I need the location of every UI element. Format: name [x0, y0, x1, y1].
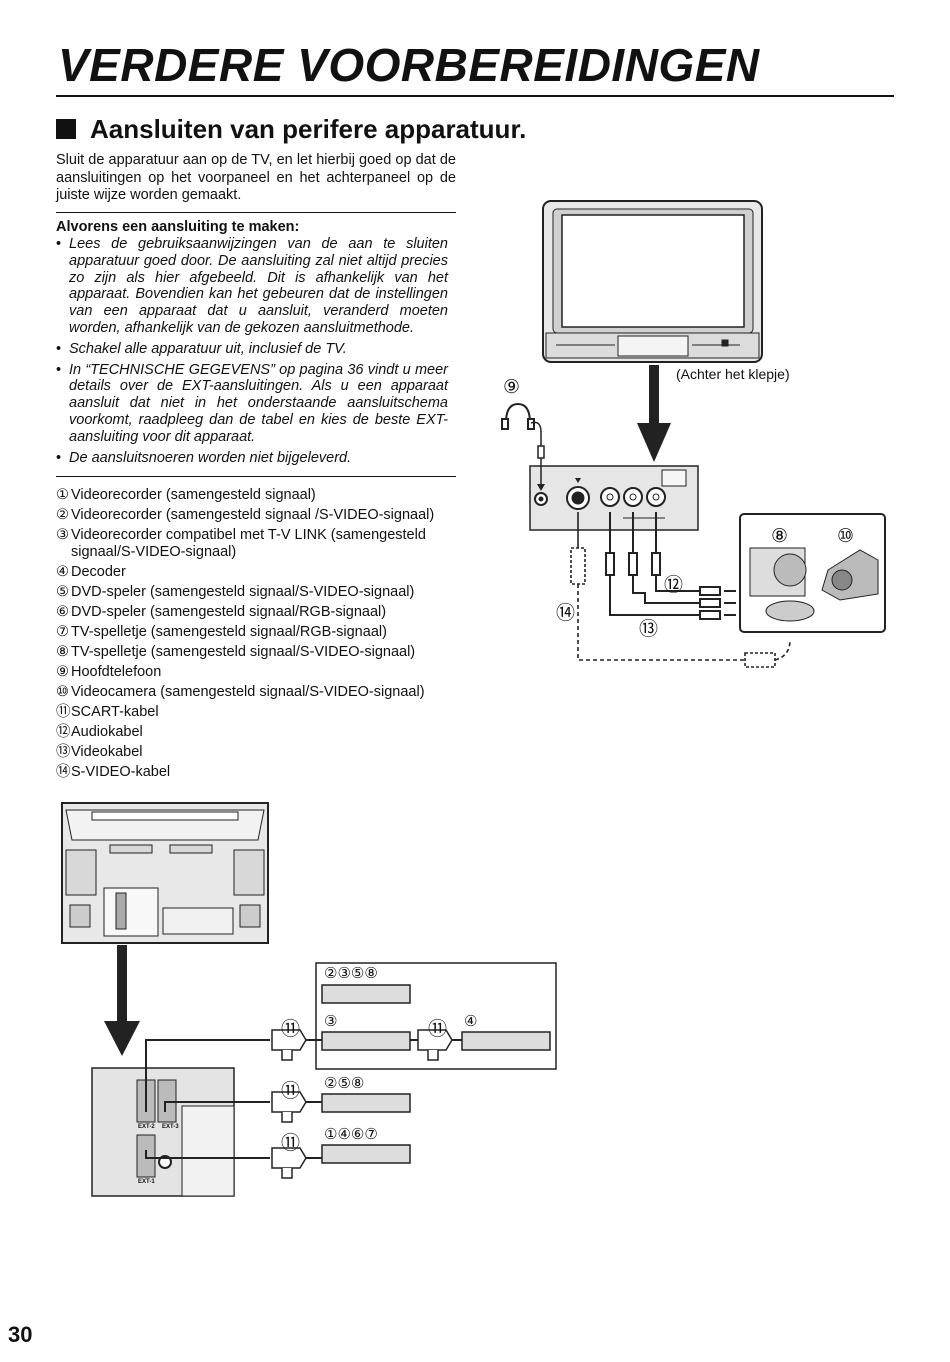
callout-11: ⑪ — [428, 1019, 448, 1040]
ext3-label: EXT-3 — [162, 1124, 179, 1130]
divider-bottom — [56, 476, 456, 477]
cover-label: (Achter het klepje) — [676, 366, 790, 382]
rca-cables — [605, 512, 736, 620]
callout-13: ⑬ — [639, 619, 659, 640]
page-title: VERDERE VOORBEREIDINGEN — [58, 39, 760, 91]
callout-11: ⑪ — [281, 1081, 301, 1102]
section-title: Aansluiten van perifere apparatuur. — [90, 114, 527, 144]
precaution-list: Lees de gebruiksaanwijzingen van de aan … — [56, 236, 448, 470]
precaution-item: Lees de gebruiksaanwijzingen van de aan … — [56, 236, 448, 337]
device-box — [739, 513, 886, 633]
headphones-icon — [501, 402, 545, 459]
group-top-label: ②③⑤⑧ — [324, 965, 378, 982]
title-divider — [56, 95, 894, 97]
arrow-down-icon — [104, 945, 140, 1056]
precaution-item: In “TECHNISCHE GEGEVENS” op pagina 36 vi… — [56, 362, 448, 446]
intro-paragraph: Sluit de apparatuur aan op de TV, en let… — [56, 152, 456, 203]
divider-top — [56, 212, 456, 213]
scart-panel — [91, 1067, 235, 1197]
section-heading: Aansluiten van perifere apparatuur. — [56, 112, 526, 146]
page-number: 30 — [8, 1322, 33, 1347]
ext1-label: EXT-1 — [138, 1179, 155, 1185]
callout-11: ⑪ — [281, 1019, 301, 1040]
callout-12: ⑫ — [664, 575, 684, 596]
group-bottom-label: ①④⑥⑦ — [324, 1126, 378, 1143]
group-mid-label: ②⑤⑧ — [324, 1075, 365, 1092]
arrow-down-icon — [637, 365, 671, 462]
callout-9: ⑨ — [503, 377, 521, 398]
scart-plugs — [271, 1029, 453, 1179]
precaution-item: De aansluitsnoeren worden niet bijgeleve… — [56, 450, 448, 467]
row-right-label: ④ — [464, 1013, 478, 1030]
ext2-label: EXT-2 — [138, 1124, 155, 1130]
tv-front-illustration — [542, 200, 763, 363]
tv-rear-illustration — [61, 802, 269, 944]
callout-11: ⑪ — [281, 1133, 301, 1154]
precaution-item: Schakel alle apparatuur uit, inclusief d… — [56, 341, 448, 358]
scart-cables — [145, 1039, 270, 1159]
square-bullet-icon — [56, 119, 76, 139]
callout-10: ⑩ — [837, 526, 855, 547]
callout-14: ⑭ — [556, 603, 576, 624]
before-heading: Alvorens een aansluiting te maken: — [56, 219, 300, 235]
front-panel — [529, 465, 699, 531]
callout-8: ⑧ — [771, 526, 789, 547]
row-left-label: ③ — [324, 1013, 338, 1030]
